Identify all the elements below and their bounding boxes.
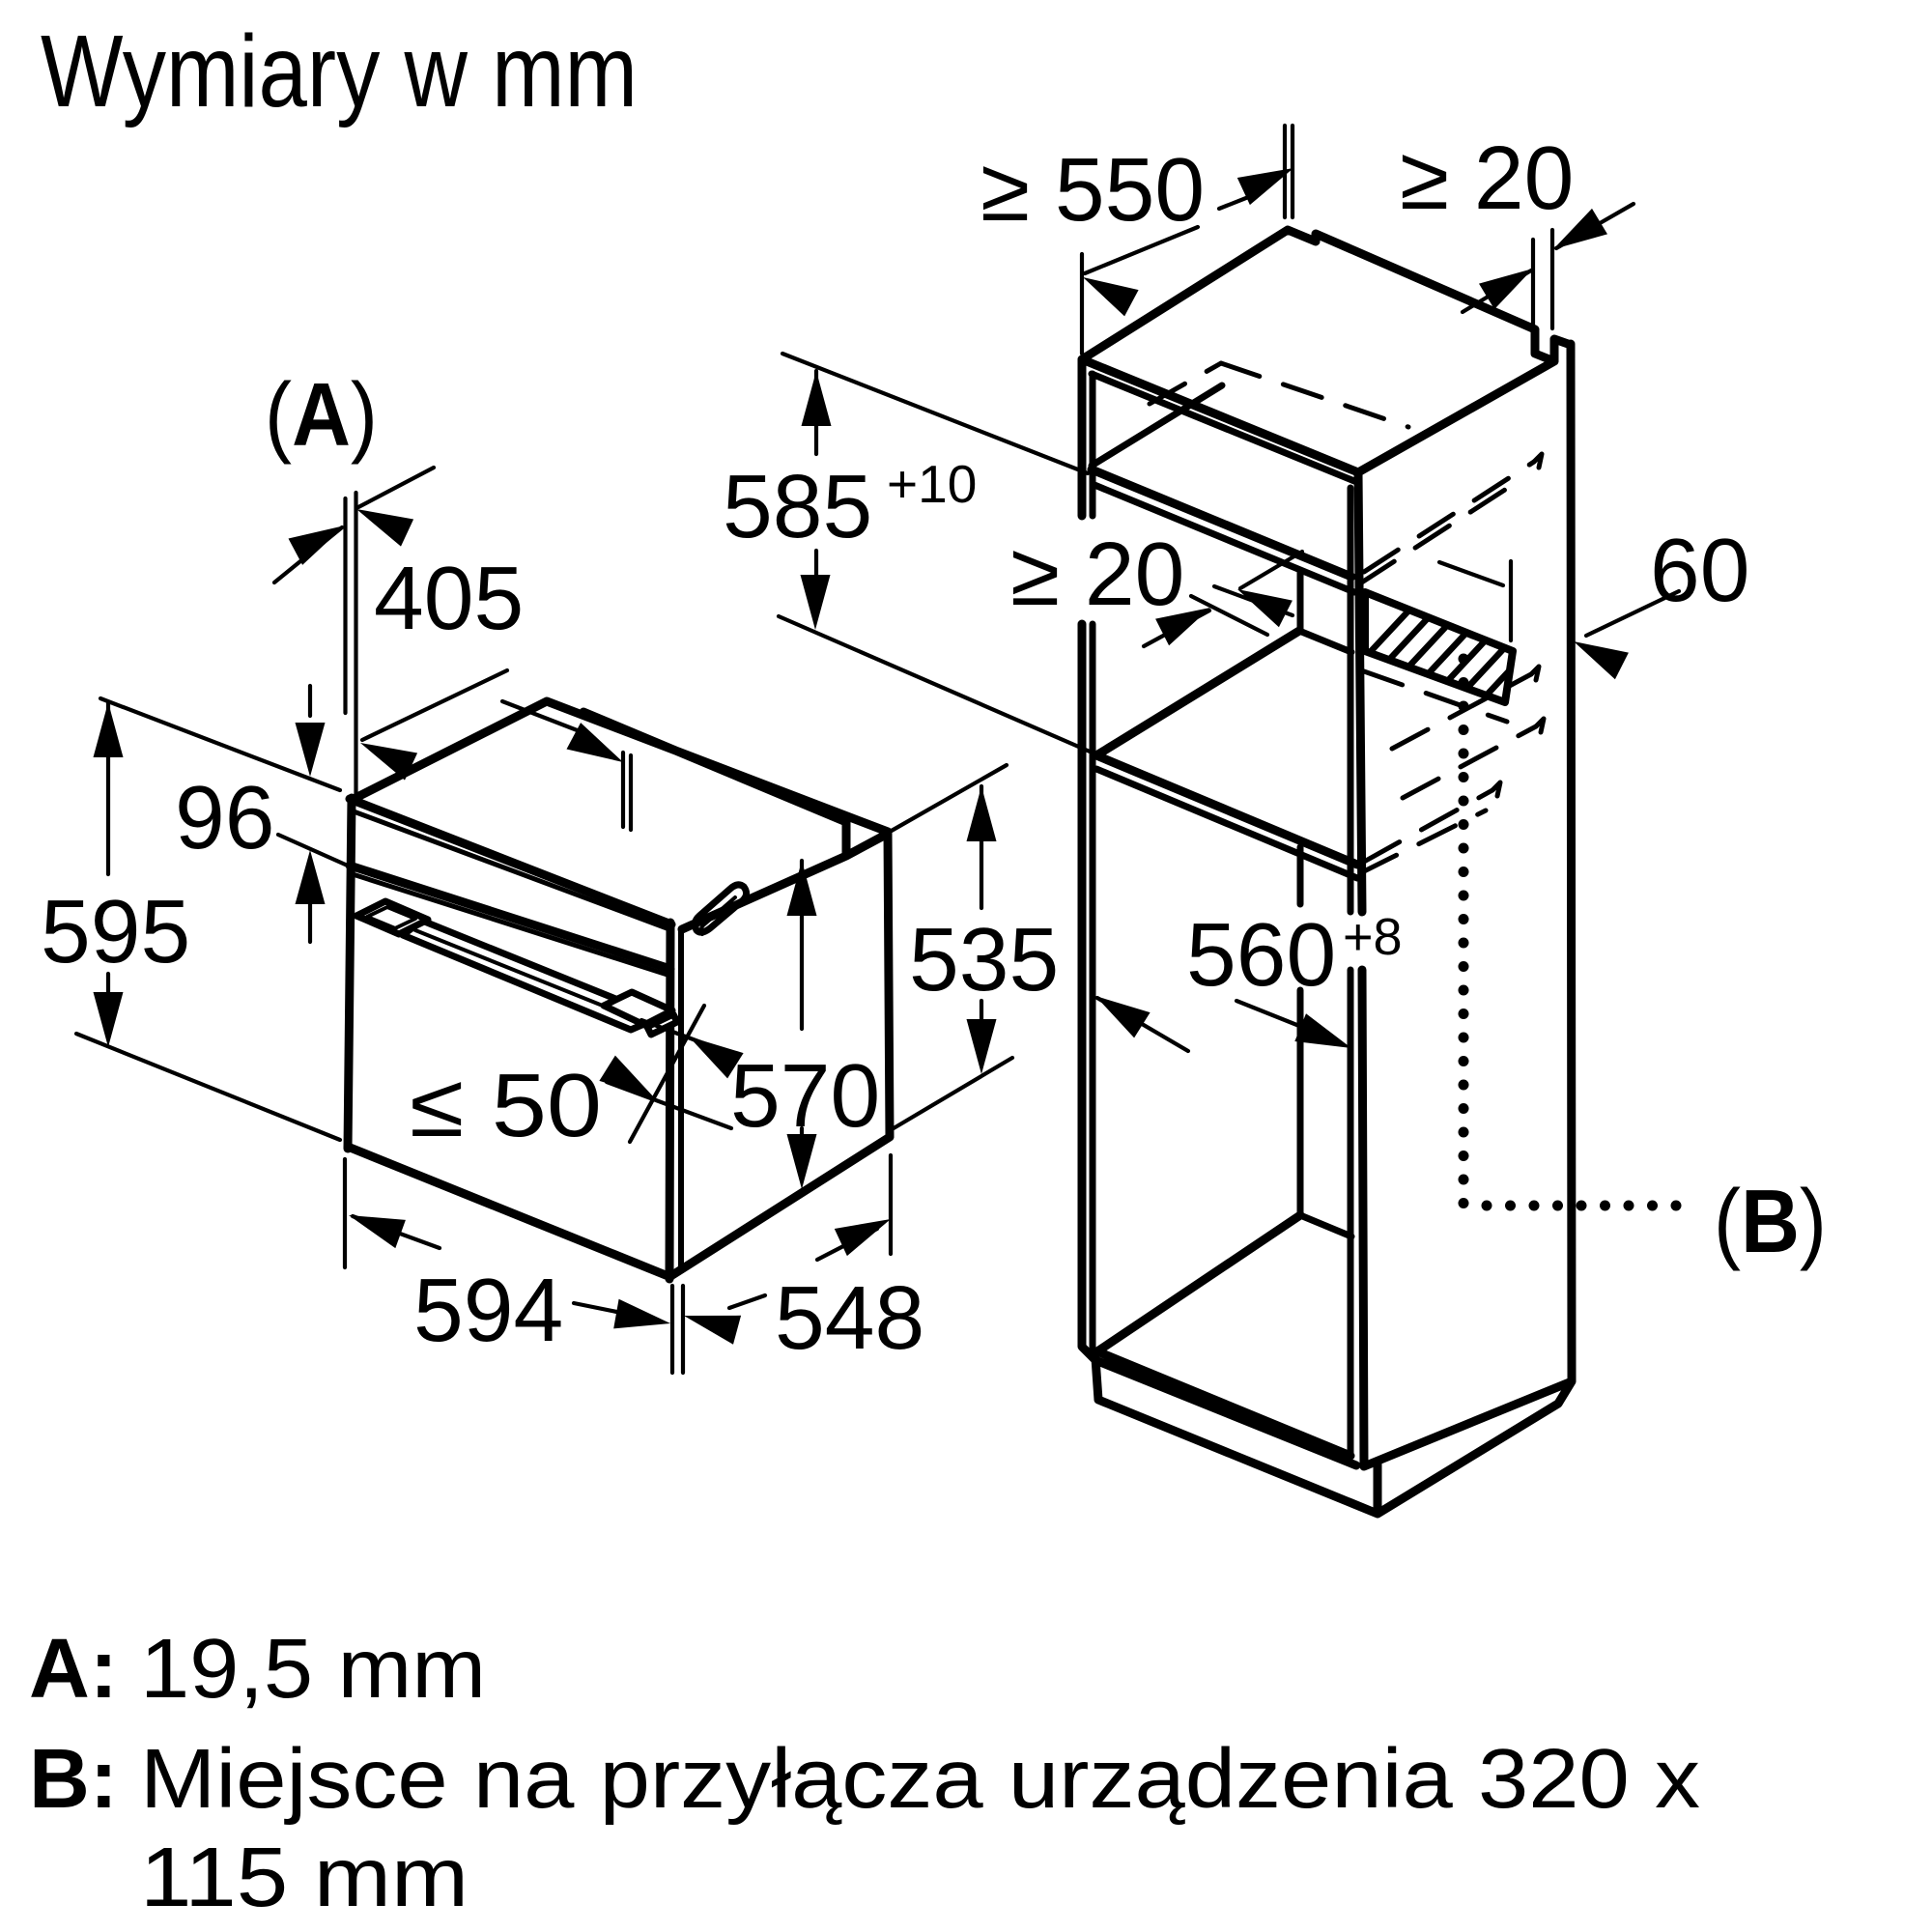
svg-text:+10: +10: [887, 454, 977, 514]
svg-text:≥ 20: ≥ 20: [1400, 128, 1574, 228]
svg-text:115 mm: 115 mm: [140, 1831, 469, 1924]
svg-text:Miejsce na przyłącza urządzeni: Miejsce na przyłącza urządzenia 320 x: [140, 1732, 1700, 1826]
svg-text:19,5 mm: 19,5 mm: [140, 1622, 486, 1716]
svg-text:(A): (A): [265, 364, 378, 465]
svg-text:595: 595: [41, 881, 190, 981]
svg-text:405: 405: [374, 548, 524, 648]
svg-text:560: 560: [1186, 904, 1336, 1005]
svg-text:585: 585: [723, 456, 872, 556]
svg-text:594: 594: [413, 1260, 563, 1360]
svg-text:Wymiary w mm: Wymiary w mm: [41, 14, 638, 128]
svg-text:A:: A:: [29, 1622, 118, 1716]
svg-text:+8: +8: [1343, 908, 1403, 966]
svg-text:60: 60: [1650, 520, 1749, 620]
svg-text:≤ 50: ≤ 50: [410, 1055, 602, 1155]
svg-text:548: 548: [775, 1267, 924, 1368]
svg-text:B:: B:: [29, 1732, 118, 1826]
svg-text:96: 96: [175, 767, 274, 867]
svg-text:535: 535: [909, 909, 1059, 1009]
svg-text:570: 570: [730, 1045, 880, 1146]
svg-text:≥ 20: ≥ 20: [1010, 524, 1184, 624]
svg-text:≥ 550: ≥ 550: [980, 139, 1205, 240]
svg-text:(B): (B): [1714, 1171, 1827, 1271]
